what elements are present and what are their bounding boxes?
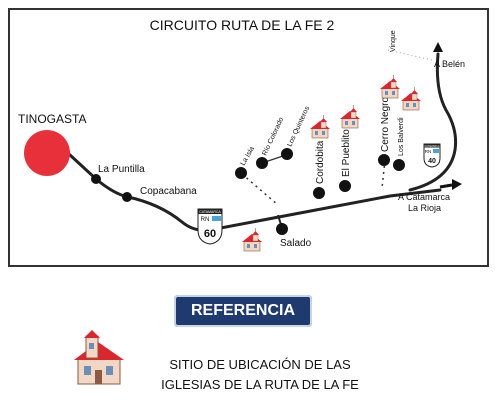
label-la-puntilla: La Puntilla	[98, 164, 145, 175]
dot-los-quintero	[281, 148, 293, 160]
label-belen: A Belén	[434, 59, 465, 69]
church-icon	[241, 227, 263, 252]
map-frame: CIRCUITO RUTA DE LA FE 2 TINOGASTA La Pu…	[8, 8, 489, 267]
dot-la-isla	[235, 167, 247, 179]
legend-description: SITIO DE UBICACIÓN DE LAS IGLESIAS DE LA…	[140, 355, 380, 395]
dot-la-puntilla	[91, 174, 101, 184]
label-salado: Salado	[280, 238, 312, 249]
church-icon	[379, 74, 401, 99]
label-catamarca: A Catamarca	[398, 192, 450, 202]
label-el-pueblito: El Pueblito	[341, 129, 352, 177]
dot-rio-colorado	[256, 157, 268, 169]
label-la-rioja: La Rioja	[408, 203, 441, 213]
route-shield-icon: CATAMARCA RN 40	[423, 143, 441, 168]
arrow-shaft-east	[439, 183, 453, 189]
legend-line-2: IGLESIAS DE LA RUTA DE LA FE	[161, 377, 359, 392]
reference-badge: REFERENCIA	[174, 295, 312, 327]
church-icon	[309, 114, 331, 139]
shield-rn40-number: 40	[428, 158, 436, 165]
route-shield-icon: CATAMARCA RN 60	[197, 208, 223, 245]
shield-rn60-top: CATAMARCA	[199, 210, 221, 214]
dot-cerro-negro	[378, 154, 390, 166]
church-icon	[339, 104, 361, 129]
church-icon	[400, 86, 422, 111]
shield-rn60-number: 60	[204, 228, 216, 240]
legend-line-1: SITIO DE UBICACIÓN DE LAS	[169, 357, 351, 372]
dot-salado	[276, 223, 288, 235]
dot-copacabana	[122, 192, 132, 202]
label-vinque: Vinque	[390, 30, 397, 52]
shield-rn40-label: RN	[425, 149, 432, 154]
map-title: CIRCUITO RUTA DE LA FE 2	[150, 17, 335, 33]
label-copacabana: Copacabana	[140, 186, 197, 197]
road-to-belen	[408, 52, 458, 192]
label-la-isla: La Isla	[240, 146, 256, 167]
arrow-icon	[433, 42, 443, 52]
dot-los-balverdi	[393, 159, 405, 171]
church-icon	[74, 330, 124, 385]
label-cerro-negro: Cerro Negro	[380, 97, 391, 152]
shield-rn60-label: RN	[201, 217, 210, 223]
label-cordobita: Cordobita	[315, 140, 326, 184]
label-los-balverdi: Los Balverdi	[398, 117, 405, 156]
shield-rn40-top: CATAMARCA	[424, 145, 440, 148]
label-tinogasta: TINOGASTA	[18, 112, 86, 126]
arrow-icon	[452, 179, 462, 190]
trail-la-isla	[241, 173, 279, 206]
label-los-quintero: Los Quinteros	[286, 105, 311, 148]
route-map: CIRCUITO RUTA DE LA FE 2 TINOGASTA La Pu…	[18, 17, 465, 252]
tinogasta-marker	[24, 130, 70, 176]
dot-cordobita	[313, 187, 325, 199]
dot-el-pueblito	[339, 180, 351, 192]
label-rio-colorado: Río Colorado	[261, 116, 285, 156]
